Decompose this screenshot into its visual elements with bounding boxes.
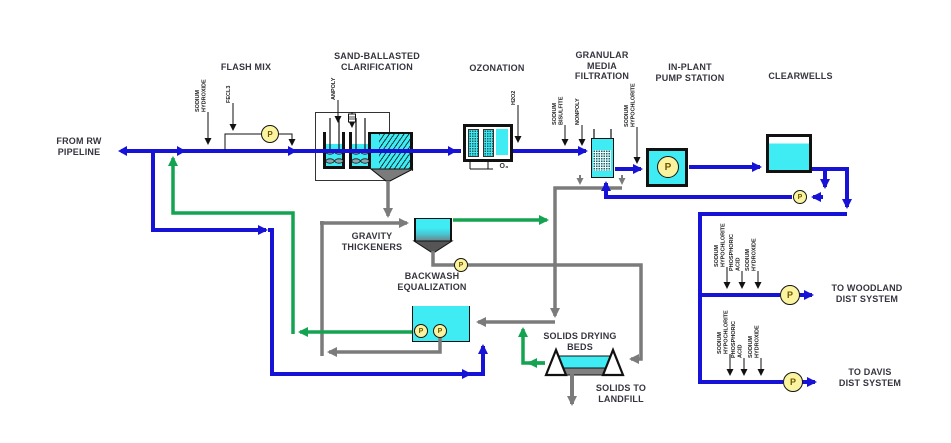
chemical-feed-lines <box>204 100 765 376</box>
pump-label: P <box>418 327 424 335</box>
ozonation-label: OZONATION <box>469 63 525 73</box>
drying-beds-label: SOLIDS DRYING BEDS <box>543 331 617 352</box>
clarifier-mixer-shafts <box>329 118 366 150</box>
flash-mix-pump: P <box>261 125 279 143</box>
solids-drying-beds <box>544 347 625 377</box>
chem-fecl3: FECL3 <box>226 85 232 103</box>
pump-label: P <box>786 290 793 300</box>
pump-label: P <box>664 161 672 173</box>
woodland-distribution-pump: P <box>780 285 800 305</box>
ozone-feed-label: O₃ <box>499 163 509 170</box>
chem-h2o2: H2O2 <box>511 90 517 105</box>
microsand-feeder-symbol <box>348 113 356 123</box>
gravity-thickener-tank <box>414 218 452 241</box>
pump-station-label: IN-PLANT PUMP STATION <box>655 62 725 83</box>
filter-backwash-pump: P <box>793 190 807 204</box>
pump-label: P <box>267 129 273 139</box>
chem-sodium-bisulfite: SODIUM BISULFITE <box>552 96 565 125</box>
clearwell-tank <box>766 134 812 173</box>
main-line-flow-arrows <box>118 146 457 156</box>
filtration-label: GRANULAR MEDIA FILTRATION <box>574 50 630 81</box>
thickener-underflow-pump: P <box>454 258 468 272</box>
backwash-eq-pump-2: P <box>433 324 447 338</box>
pump-label: P <box>437 327 443 335</box>
chem-woodland-hypochlorite: SODIUM HYPOCHLORITE <box>714 223 727 267</box>
pump-label: P <box>797 193 803 201</box>
clearwells-label: CLEARWELLS <box>768 71 833 81</box>
davis-distribution-pump: P <box>783 372 803 392</box>
chem-nonpoly: NONPOLY <box>575 98 581 125</box>
clarifier-funnel <box>369 168 414 182</box>
chem-rw-sodium-hydroxide: SODIUM HYDROXIDE <box>195 79 208 112</box>
chem-woodland-phosphoric: PHOSPHORIC ACID <box>729 234 742 271</box>
in-plant-pump: P <box>657 156 679 178</box>
source-label: FROM RW PIPELINE <box>56 136 102 157</box>
ozone-water-column <box>496 129 508 155</box>
ozone-contactor <box>463 124 513 162</box>
pump-label: P <box>458 261 464 269</box>
filter-media-bed <box>593 150 611 171</box>
in-plant-pump-station-tank <box>646 148 688 187</box>
chem-anpoly: ANPOLY <box>331 77 337 100</box>
filter-rails <box>593 129 612 139</box>
thickeners-label: GRAVITY THICKENERS <box>341 231 403 252</box>
thickener-funnel <box>412 240 454 253</box>
landfill-label: SOLIDS TO LANDFILL <box>595 383 647 404</box>
chem-davis-phosphoric: PHOSPHORIC ACID <box>731 321 744 358</box>
ozone-diffuser-column-1 <box>468 129 479 157</box>
davis-label: TO DAVIS DIST SYSTEM <box>838 367 902 388</box>
chem-davis-hydroxide: SODIUM HYDROXIDE <box>748 325 761 358</box>
chem-filter-sodium-hypochlorite: SODIUM HYPOCHLORITE <box>624 83 637 127</box>
water-pipes <box>121 146 852 387</box>
pump-label: P <box>789 377 796 387</box>
woodland-label: TO WOODLAND DIST SYSTEM <box>831 283 903 304</box>
backwash-eq-label: BACKWASH EQUALIZATION <box>397 271 467 292</box>
chem-woodland-hydroxide: SODIUM HYDROXIDE <box>745 238 758 271</box>
ozone-diffuser-column-2 <box>483 129 494 157</box>
granular-media-filter-tank <box>591 138 614 178</box>
recycle-pipes <box>168 156 549 368</box>
clarification-label: SAND-BALLASTED CLARIFICATION <box>334 51 420 72</box>
microsand-feeder-detail <box>349 116 355 120</box>
flash-mix-label: FLASH MIX <box>220 62 272 72</box>
chem-davis-hypochlorite: SODIUM HYPOCHLORITE <box>717 310 730 354</box>
backwash-eq-pump-1: P <box>414 324 428 338</box>
